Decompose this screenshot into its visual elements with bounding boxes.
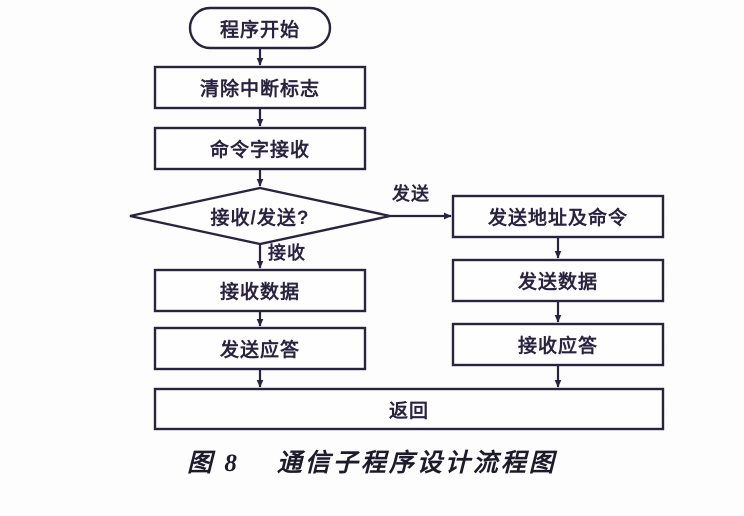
node-recv-ack-shape	[451, 322, 665, 367]
edge-label-receive: 接收	[268, 243, 306, 263]
node-return-shape	[153, 387, 665, 431]
edge-label-send: 发送	[392, 184, 430, 204]
node-send-addr-shape	[451, 194, 665, 239]
node-send-ack-shape	[153, 326, 367, 371]
node-send-data-shape	[451, 258, 665, 303]
node-start-shape	[188, 6, 332, 50]
node-clear-flag-shape	[153, 65, 367, 110]
node-decision-shape	[129, 186, 391, 246]
node-cmd-recv-shape	[153, 126, 367, 171]
node-recv-data-shape	[153, 268, 367, 313]
figure-caption: 图 8 通信子程序设计流程图	[187, 450, 557, 477]
